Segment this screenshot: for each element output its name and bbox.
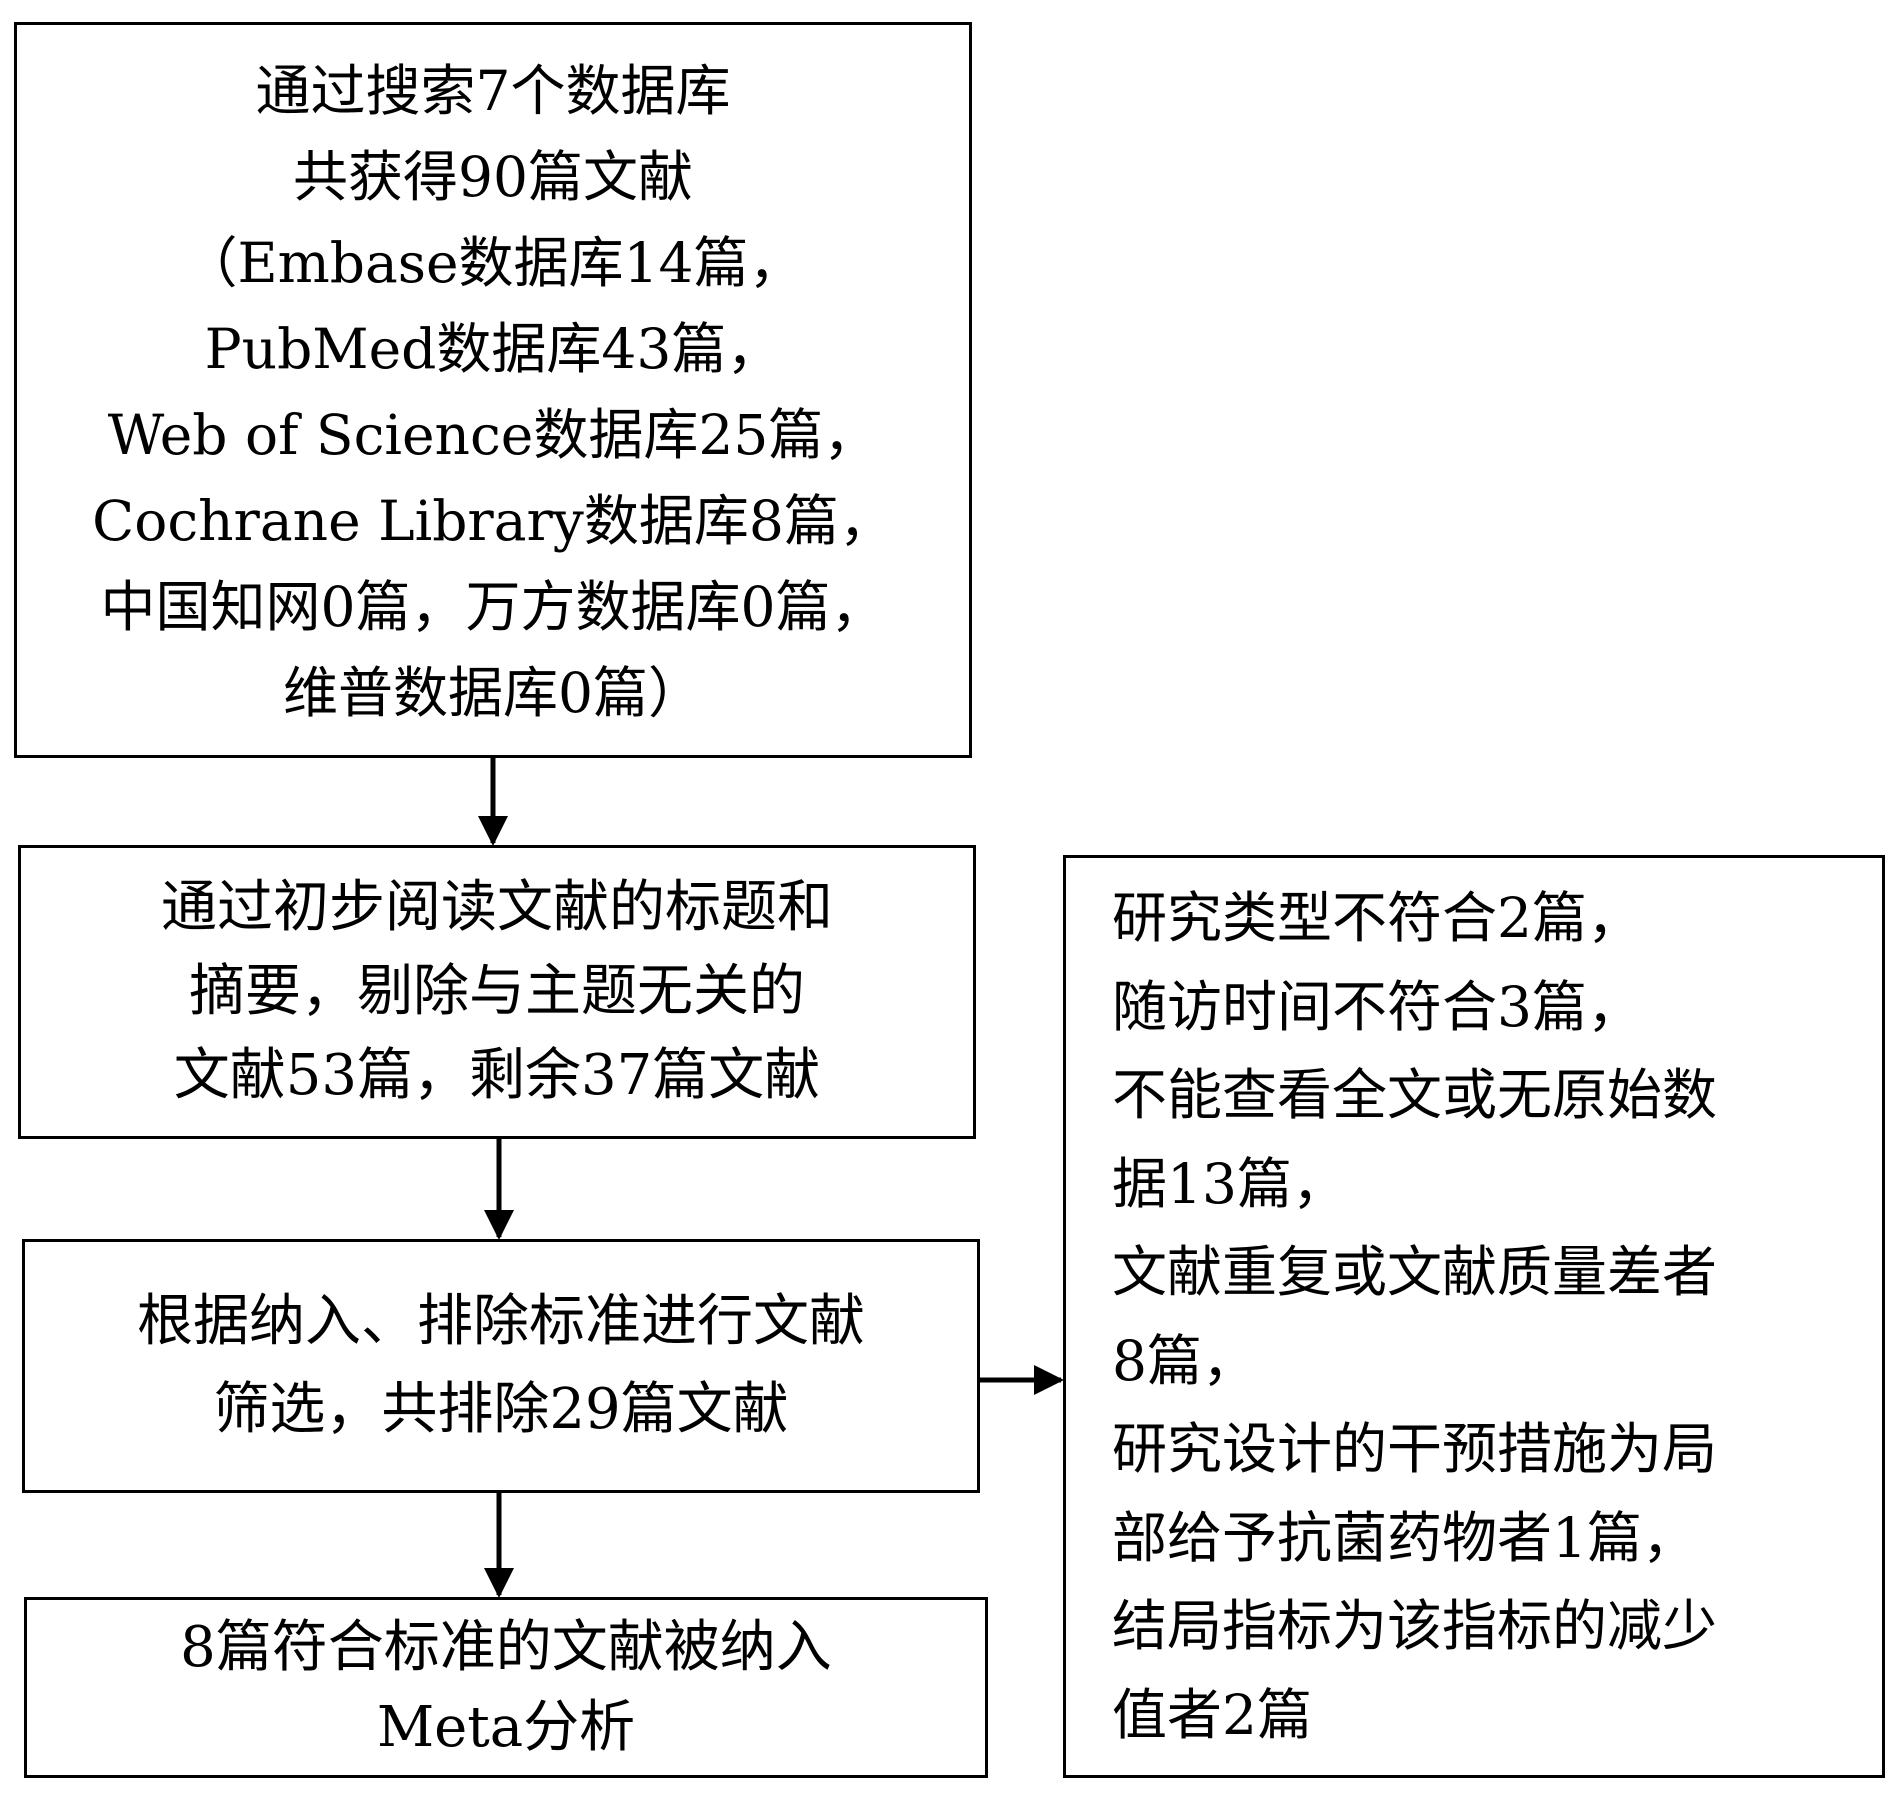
search-line-8: 维普数据库0篇）	[283, 661, 703, 725]
exclusion-line-3: 不能查看全文或无原始数	[1112, 1063, 1718, 1127]
criteria-line-1: 根据纳入、排除标准进行文献	[137, 1289, 865, 1354]
search-line-2: 共获得90篇文献	[293, 145, 693, 209]
criteria-line-2: 筛选，共排除29篇文献	[213, 1377, 789, 1442]
exclusion-line-6: 8篇，	[1112, 1328, 1257, 1393]
search-line-4: PubMed数据库43篇，	[204, 317, 782, 381]
search-line-7: 中国知网0篇，万方数据库0篇，	[100, 575, 886, 639]
include-line-1: 8篇符合标准的文献被纳入	[180, 1614, 832, 1680]
screen-line-2: 摘要，剔除与主题无关的	[189, 959, 805, 1024]
exclusion-line-2: 随访时间不符合3篇，	[1112, 974, 1642, 1039]
title-abstract-screening-box: 通过初步阅读文献的标题和 摘要，剔除与主题无关的 文献53篇，剩余37篇文献	[18, 845, 976, 1139]
exclusion-line-8: 部给予抗菌药物者1篇，	[1112, 1505, 1697, 1570]
exclusion-line-9: 结局指标为该指标的减少	[1112, 1594, 1718, 1658]
screen-line-3: 文献53篇，剩余37篇文献	[173, 1043, 821, 1108]
include-line-2: Meta分析	[376, 1694, 636, 1760]
exclusion-reasons-box: 研究类型不符合2篇， 随访时间不符合3篇， 不能查看全文或无原始数 据13篇， …	[1063, 855, 1885, 1778]
search-line-5: Web of Science数据库25篇，	[107, 403, 879, 467]
search-line-6: Cochrane Library数据库8篇，	[92, 489, 894, 553]
screen-line-1: 通过初步阅读文献的标题和	[161, 875, 833, 940]
criteria-screening-box: 根据纳入、排除标准进行文献 筛选，共排除29篇文献	[22, 1239, 980, 1493]
search-line-3: （Embase数据库14篇，	[182, 231, 804, 295]
exclusion-line-1: 研究类型不符合2篇，	[1112, 886, 1642, 950]
exclusion-line-7: 研究设计的干预措施为局	[1112, 1417, 1718, 1481]
exclusion-line-10: 值者2篇	[1112, 1682, 1312, 1747]
search-line-1: 通过搜索7个数据库	[255, 59, 731, 123]
exclusion-line-5: 文献重复或文献质量差者	[1112, 1240, 1718, 1304]
search-results-box: 通过搜索7个数据库 共获得90篇文献 （Embase数据库14篇， PubMed…	[14, 22, 972, 758]
included-studies-box: 8篇符合标准的文献被纳入 Meta分析	[24, 1597, 988, 1778]
exclusion-line-4: 据13篇，	[1112, 1151, 1347, 1216]
